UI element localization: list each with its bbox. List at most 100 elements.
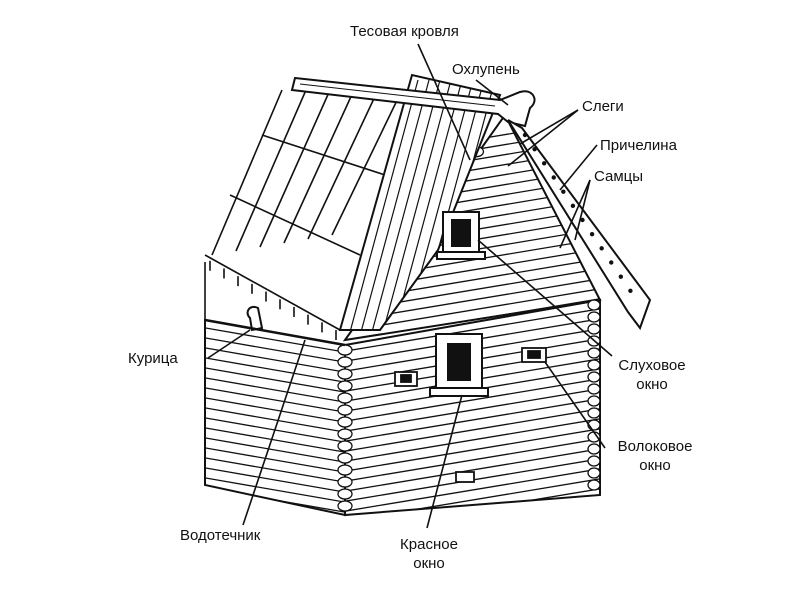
left-wall xyxy=(204,318,346,517)
slukhovoe-window xyxy=(436,211,486,260)
log-end xyxy=(587,479,601,491)
bargeboard-carving xyxy=(589,231,595,237)
corner-log-ends-right xyxy=(587,299,601,491)
bargeboard-carving xyxy=(541,161,547,166)
label-slegi: Слеги xyxy=(582,98,624,115)
volokovoe-window-low xyxy=(455,471,475,483)
bargeboard-carving xyxy=(551,175,556,180)
label-samtsy: Самцы xyxy=(594,168,644,185)
bargeboard-carving xyxy=(532,146,537,152)
wall-log-line xyxy=(205,326,345,354)
log-end xyxy=(337,476,353,488)
label-volokovoe-okno: Волоковое окно xyxy=(605,437,705,475)
rafter xyxy=(235,89,307,252)
label-slukhovoe-okno: Слуховое окно xyxy=(612,356,692,394)
label-slukhovoe-okno-line1: Слуховое xyxy=(618,357,686,374)
wall-log-line xyxy=(205,456,345,484)
wall-log-line xyxy=(205,406,345,434)
label-kuritsa: Курица xyxy=(128,350,178,367)
label-okhlupen: Охлупень xyxy=(452,61,520,78)
log-end xyxy=(587,299,601,311)
bargeboard-carving xyxy=(609,260,614,265)
wall-log-line xyxy=(205,346,345,374)
log-end xyxy=(587,323,601,335)
wall-log-line xyxy=(345,447,600,493)
log-end xyxy=(337,416,353,428)
log-end xyxy=(337,452,353,464)
rafter xyxy=(259,89,331,248)
rafter xyxy=(211,89,283,256)
label-krasnoe-okno: Красное окно xyxy=(390,535,468,573)
log-end xyxy=(587,347,601,359)
log-end xyxy=(587,443,601,455)
bargeboard-carving xyxy=(618,274,624,279)
label-volokovoe-okno-line1: Волоковое xyxy=(617,438,693,455)
log-end xyxy=(587,467,601,479)
label-krasnoe-okno-line2: окно xyxy=(413,555,445,572)
wall-log-line xyxy=(345,307,600,353)
log-end xyxy=(587,359,601,371)
wall-log-line xyxy=(345,507,600,515)
log-end xyxy=(587,311,601,323)
log-end xyxy=(337,404,353,416)
bargeboard-carving xyxy=(628,288,633,294)
roof-slegi xyxy=(204,89,403,341)
label-vodotechnik: Водотечник xyxy=(180,527,261,544)
label-prichelina: Причелина xyxy=(600,137,677,154)
leader-lines xyxy=(207,43,613,529)
label-volokovoe-okno-line2: окно xyxy=(639,457,671,474)
krasnoe-window xyxy=(429,333,489,397)
wall-log-line xyxy=(205,446,345,474)
log-end xyxy=(587,455,601,467)
log-end xyxy=(337,344,353,356)
kuritsa-hook xyxy=(204,306,346,347)
rafter xyxy=(307,89,379,240)
wall-log-line xyxy=(205,436,345,464)
wall-log-line xyxy=(205,376,345,404)
rafter xyxy=(283,89,355,244)
wall-log-line xyxy=(345,387,600,433)
sleg xyxy=(229,194,361,256)
bargeboard-carving xyxy=(522,132,528,138)
wall-log-line xyxy=(205,366,345,394)
bargeboard-carving xyxy=(570,203,576,209)
wall-log-line xyxy=(345,397,600,443)
wall-log-line xyxy=(205,356,345,384)
log-end xyxy=(587,383,601,395)
log-end xyxy=(337,380,353,392)
ridge-okhlupen xyxy=(290,76,536,128)
sleg xyxy=(204,254,341,331)
roof-board-line xyxy=(349,79,419,330)
roof-board-line xyxy=(393,79,463,330)
wall-log-line xyxy=(345,427,600,473)
wall-log-line xyxy=(345,437,600,483)
roof-board-line xyxy=(371,79,441,330)
wall-log-line xyxy=(345,407,600,453)
wall-log-line xyxy=(205,426,345,454)
log-end xyxy=(587,407,601,419)
volokovoe-window-left xyxy=(394,371,418,387)
log-end xyxy=(337,392,353,404)
log-end xyxy=(337,428,353,440)
label-tesovaya-krovlya: Тесовая кровля xyxy=(350,23,459,40)
wall-log-line xyxy=(205,476,345,504)
wall-log-line xyxy=(345,467,600,513)
log-end xyxy=(337,368,353,380)
log-end xyxy=(587,371,601,383)
label-krasnoe-okno-line1: Красное xyxy=(400,536,458,553)
bargeboard-carving xyxy=(599,246,604,251)
log-end xyxy=(337,464,353,476)
roof-board-line xyxy=(360,79,430,330)
log-end xyxy=(337,488,353,500)
roof-board-line xyxy=(382,79,452,330)
log-end xyxy=(587,395,601,407)
log-end xyxy=(337,500,353,512)
log-end xyxy=(337,440,353,452)
bargeboard-carving xyxy=(580,217,585,223)
label-slukhovoe-okno-line2: окно xyxy=(636,376,668,393)
sleg xyxy=(261,134,386,176)
volokovoe-window-front xyxy=(521,347,547,363)
wall-log-line xyxy=(205,466,345,494)
